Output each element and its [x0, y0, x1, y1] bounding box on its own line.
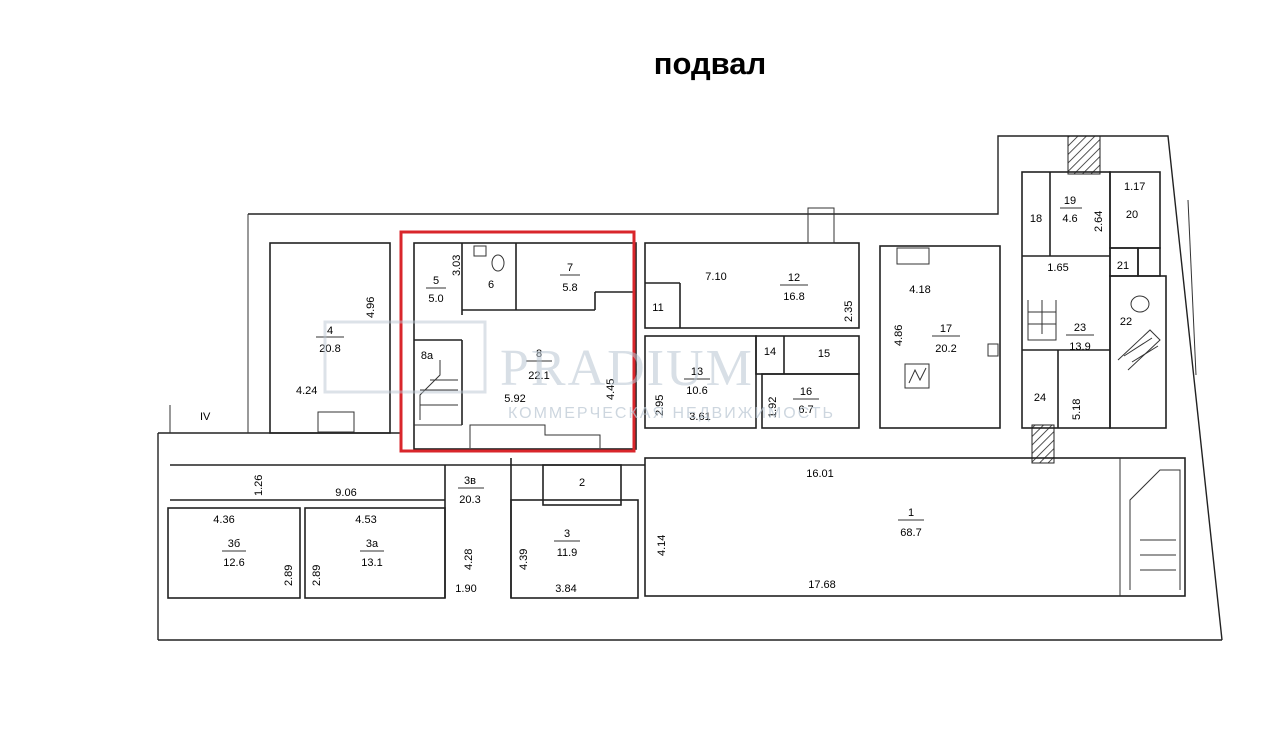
svg-text:20: 20 — [1126, 209, 1138, 221]
svg-text:4.6: 4.6 — [1062, 213, 1077, 225]
room-label: 4 — [327, 325, 333, 337]
rented-area-highlight — [399, 230, 636, 453]
southern-wing: 1.26 9.06 3в 20.3 2 3 11.9 3.84 4.39 4.2… — [167, 457, 1186, 599]
svg-text:16.01: 16.01 — [806, 468, 834, 480]
svg-text:4.86: 4.86 — [893, 325, 905, 346]
svg-text:2.64: 2.64 — [1093, 211, 1105, 232]
room-4: 4 20.8 4.96 4.24 — [269, 242, 391, 434]
svg-text:18: 18 — [1030, 213, 1042, 225]
svg-text:20.3: 20.3 — [459, 494, 480, 506]
svg-text:2.89: 2.89 — [311, 565, 323, 586]
watermark-tagline: КОММЕРЧЕСКАЯ НЕДВИЖИМОСТЬ — [508, 405, 835, 422]
svg-text:2.35: 2.35 — [843, 301, 855, 322]
svg-text:1.17: 1.17 — [1124, 181, 1145, 193]
svg-text:4.53: 4.53 — [355, 514, 376, 526]
svg-text:17.68: 17.68 — [808, 579, 836, 591]
svg-text:21: 21 — [1117, 260, 1129, 272]
svg-text:7.10: 7.10 — [705, 271, 726, 283]
svg-text:3а: 3а — [366, 538, 379, 550]
section-mark: IV — [200, 411, 211, 423]
svg-text:3: 3 — [564, 528, 570, 540]
svg-text:11.9: 11.9 — [557, 547, 578, 559]
svg-text:22.1: 22.1 — [528, 370, 549, 382]
highlighted-block: 5 5.0 3.03 6 7 5.8 8 22.1 8а 5.92 4.45 — [399, 230, 637, 453]
svg-text:5: 5 — [433, 275, 439, 287]
svg-text:12: 12 — [788, 272, 800, 284]
svg-text:1.90: 1.90 — [455, 583, 476, 595]
watermark-brand: PRADIUM — [500, 340, 754, 397]
svg-text:1: 1 — [908, 507, 914, 519]
svg-text:23: 23 — [1074, 322, 1086, 334]
svg-text:8: 8 — [536, 348, 542, 360]
svg-text:6: 6 — [488, 279, 494, 291]
svg-text:4.36: 4.36 — [213, 514, 234, 526]
svg-text:3.84: 3.84 — [555, 583, 576, 595]
room-17: 4.18 17 20.2 4.86 — [879, 245, 1001, 429]
svg-text:4.14: 4.14 — [656, 535, 668, 556]
svg-text:10.6: 10.6 — [686, 385, 707, 397]
svg-text:14: 14 — [764, 346, 776, 358]
svg-text:3б: 3б — [228, 538, 240, 550]
building-outline — [157, 135, 1223, 641]
svg-text:3.61: 3.61 — [689, 411, 710, 423]
svg-text:9.06: 9.06 — [335, 487, 356, 499]
east-rooms: 18 19 4.6 2.64 1.17 20 1.65 21 22 23 13.… — [1021, 135, 1167, 464]
svg-text:15: 15 — [818, 348, 830, 360]
svg-text:3.03: 3.03 — [451, 255, 463, 276]
svg-text:68.7: 68.7 — [900, 527, 921, 539]
svg-text:22: 22 — [1120, 316, 1132, 328]
room-area: 20.8 — [319, 343, 340, 355]
svg-text:5.0: 5.0 — [428, 293, 443, 305]
svg-text:16.8: 16.8 — [783, 291, 804, 303]
svg-text:12.6: 12.6 — [223, 557, 244, 569]
plan-title: подвал — [654, 46, 767, 81]
svg-text:2: 2 — [579, 477, 585, 489]
svg-text:13: 13 — [691, 366, 703, 378]
svg-text:5.8: 5.8 — [562, 282, 577, 294]
svg-text:1.26: 1.26 — [253, 475, 265, 496]
svg-text:5.92: 5.92 — [504, 393, 525, 405]
svg-text:20.2: 20.2 — [935, 343, 956, 355]
svg-text:1.92: 1.92 — [767, 397, 779, 418]
svg-text:1.65: 1.65 — [1047, 262, 1068, 274]
svg-text:17: 17 — [940, 323, 952, 335]
svg-text:4.39: 4.39 — [518, 549, 530, 570]
svg-text:13.1: 13.1 — [361, 557, 382, 569]
watermark: PRADIUM КОММЕРЧЕСКАЯ НЕДВИЖИМОСТЬ — [323, 320, 835, 422]
svg-text:6.7: 6.7 — [798, 404, 813, 416]
svg-text:4.18: 4.18 — [909, 284, 930, 296]
svg-text:8а: 8а — [421, 350, 434, 362]
svg-text:19: 19 — [1064, 195, 1076, 207]
svg-text:3в: 3в — [464, 475, 476, 487]
dimension-label: 4.96 — [365, 297, 377, 318]
svg-text:16: 16 — [800, 386, 812, 398]
svg-text:2.89: 2.89 — [283, 565, 295, 586]
svg-text:24: 24 — [1034, 392, 1046, 404]
svg-text:2.95: 2.95 — [654, 395, 666, 416]
svg-text:7: 7 — [567, 262, 573, 274]
svg-text:4.45: 4.45 — [605, 379, 617, 400]
svg-text:11: 11 — [652, 302, 663, 314]
svg-text:5.18: 5.18 — [1071, 399, 1083, 420]
dimension-label: 4.24 — [296, 385, 317, 397]
svg-text:13.9: 13.9 — [1069, 341, 1090, 353]
svg-text:4.28: 4.28 — [463, 549, 475, 570]
rooms-11-16: 7.10 12 16.8 2.35 11 13 10.6 2.95 3.61 1… — [644, 207, 860, 429]
